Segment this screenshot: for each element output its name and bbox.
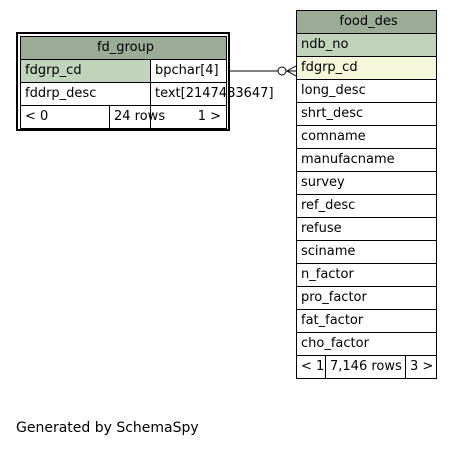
food-des-column-ndb-no[interactable]: ndb_no xyxy=(295,33,438,57)
fd-group-type-fdgrp-cd: bpchar[4] xyxy=(149,59,228,83)
fd-group-children-link[interactable]: 1 > xyxy=(149,105,228,129)
zero-optional-icon xyxy=(277,66,287,76)
food-des-column-ref-desc[interactable]: ref_desc xyxy=(295,194,438,218)
crows-foot-many-icon xyxy=(285,65,297,77)
fd-group-title[interactable]: fd_group xyxy=(19,36,228,60)
fd-group-parents-link[interactable]: < 0 xyxy=(20,105,110,129)
generated-by-text: Generated by SchemaSpy xyxy=(16,420,199,436)
food-des-column-fdgrp-cd[interactable]: fdgrp_cd xyxy=(295,56,438,80)
fk-relationship-line[interactable] xyxy=(230,65,297,77)
food-des-column-sciname[interactable]: sciname xyxy=(295,240,438,264)
food-des-children-link[interactable]: 3 > xyxy=(404,355,438,379)
fd-group-grid: fd_group fdgrp_cd bpchar[4] fddrp_desc t… xyxy=(19,36,274,129)
food-des-column-pro-factor[interactable]: pro_factor xyxy=(295,286,438,310)
food-des-column-fat-factor[interactable]: fat_factor xyxy=(295,309,438,333)
food-des-column-shrt-desc[interactable]: shrt_desc xyxy=(295,102,438,126)
food-des-column-refuse[interactable]: refuse xyxy=(295,217,438,241)
food-des-column-long-desc[interactable]: long_desc xyxy=(295,79,438,103)
food-des-column-n-factor[interactable]: n_factor xyxy=(295,263,438,287)
food-des-parents-link[interactable]: < 1 xyxy=(296,355,326,379)
fd-group-row-count: 24 rows xyxy=(109,105,165,129)
fd-group-table[interactable]: fd_group fdgrp_cd bpchar[4] fddrp_desc t… xyxy=(16,32,274,131)
food-des-table[interactable]: food_des ndb_no fdgrp_cd long_desc shrt_… xyxy=(295,10,438,379)
food-des-column-manufacname[interactable]: manufacname xyxy=(295,148,438,172)
